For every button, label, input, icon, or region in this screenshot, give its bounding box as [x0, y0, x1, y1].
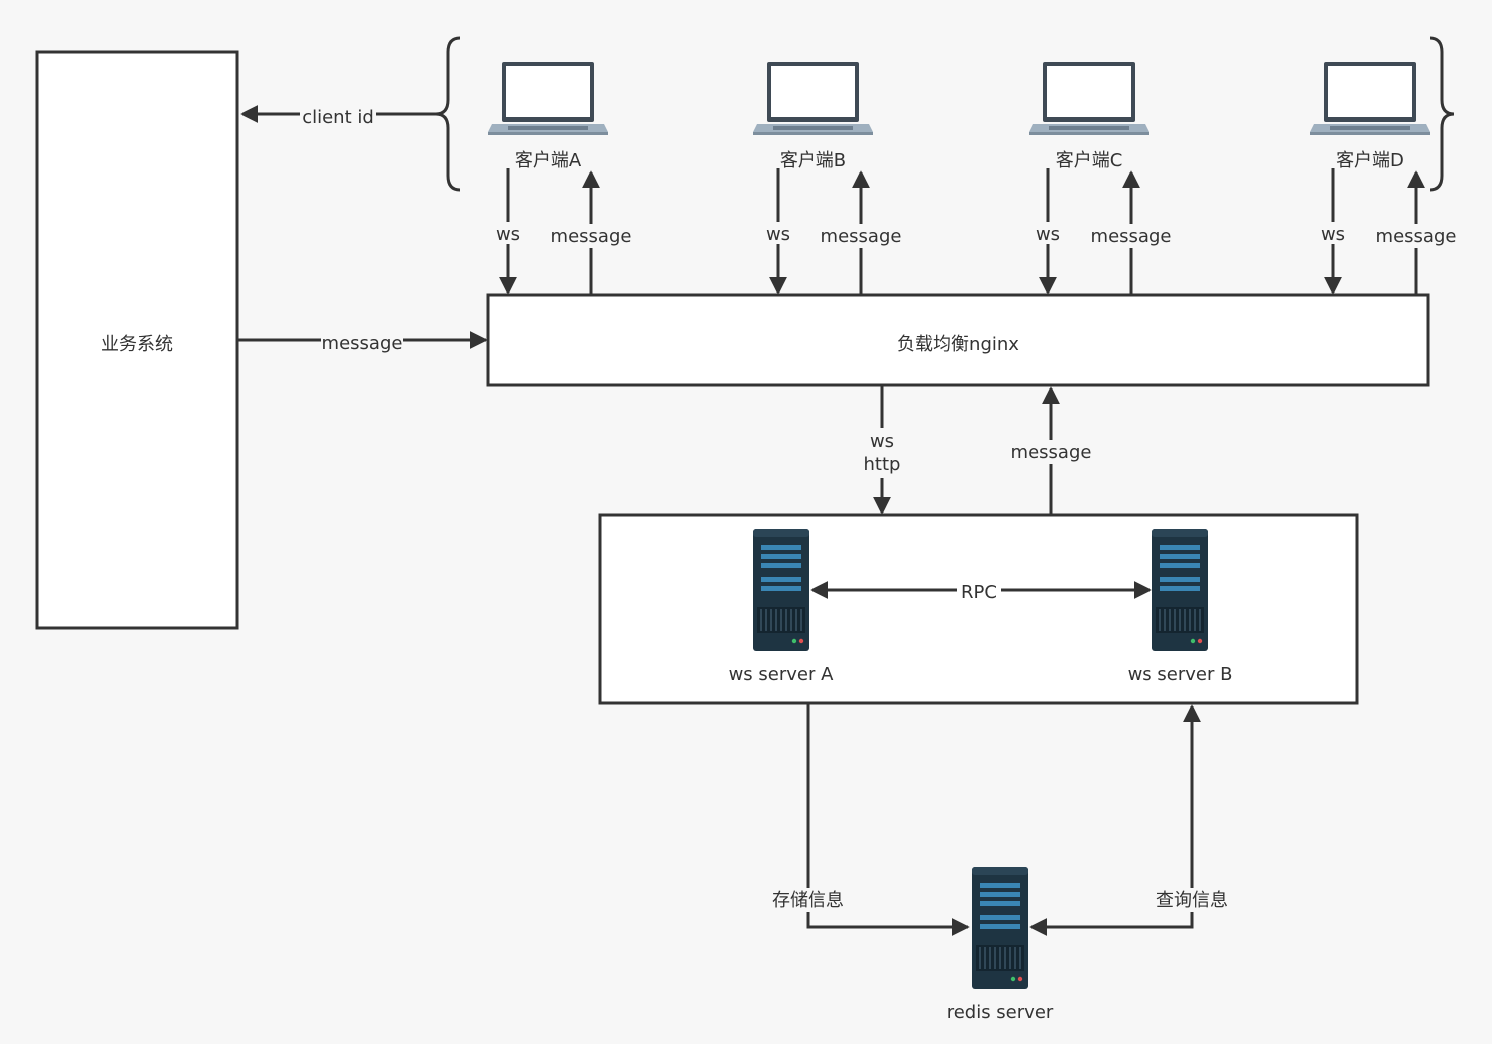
lb-to-ws-label-ws: ws — [870, 431, 894, 452]
client-id-label: client id — [302, 107, 374, 128]
ws-to-lb-label: message — [1011, 442, 1092, 463]
laptop-icon — [1029, 62, 1149, 135]
client-c-message-label: message — [1091, 226, 1172, 247]
business-system-box — [35, 50, 239, 630]
store-arrow — [806, 703, 970, 936]
client-c: 客户端C — [1029, 62, 1149, 171]
laptop-icon — [1310, 62, 1430, 135]
laptop-icon — [753, 62, 873, 135]
client-d-ws-label: ws — [1321, 224, 1345, 245]
client-d: 客户端D — [1310, 62, 1430, 171]
load-balancer-label: 负载均衡nginx — [897, 334, 1019, 355]
client-a-ws-label: ws — [496, 224, 520, 245]
client-a-message-label: message — [551, 226, 632, 247]
store-label: 存储信息 — [772, 890, 844, 911]
client-b: 客户端B — [753, 62, 873, 171]
left-brace — [435, 36, 461, 192]
client-d-message-label: message — [1376, 226, 1457, 247]
client-c-ws-label: ws — [1036, 224, 1060, 245]
ws-server-cluster-box — [598, 513, 1359, 705]
client-b-ws-label: ws — [766, 224, 790, 245]
ws-server-a-icon — [753, 529, 809, 651]
client-a: 客户端A — [488, 62, 608, 171]
client-d-label: 客户端D — [1336, 150, 1404, 171]
client-a-label: 客户端A — [515, 150, 582, 171]
client-b-message-label: message — [821, 226, 902, 247]
rpc-label: RPC — [961, 582, 997, 603]
load-balancer-box — [486, 293, 1430, 387]
biz-to-lb-label: message — [322, 333, 403, 354]
client-b-label: 客户端B — [780, 150, 846, 171]
ws-server-b-label: ws server B — [1128, 664, 1233, 685]
redis-server-label: redis server — [947, 1002, 1054, 1023]
right-brace — [1429, 36, 1455, 192]
query-arrow — [1029, 704, 1201, 936]
redis-server-icon — [972, 867, 1028, 989]
query-label: 查询信息 — [1156, 890, 1228, 911]
ws-server-b-icon — [1152, 529, 1208, 651]
business-system-label: 业务系统 — [101, 334, 173, 355]
laptop-icon — [488, 62, 608, 135]
client-c-label: 客户端C — [1056, 150, 1123, 171]
lb-to-ws-label-http: http — [864, 454, 901, 475]
ws-server-a-label: ws server A — [729, 664, 835, 685]
